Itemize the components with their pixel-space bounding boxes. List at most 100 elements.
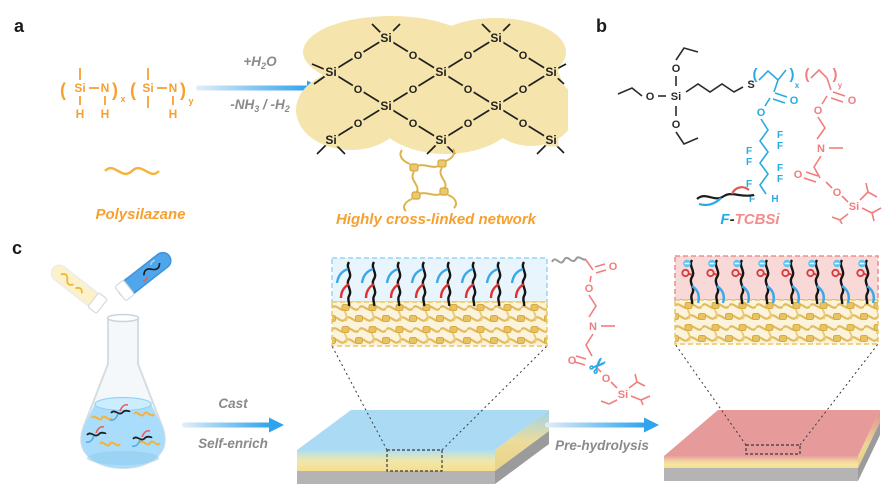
svg-text:O: O bbox=[354, 118, 363, 130]
svg-text:(: ( bbox=[805, 66, 810, 83]
reaction-condition-below: -NH3 / -H2 bbox=[230, 97, 290, 114]
film-stack-red-assembly bbox=[664, 255, 880, 481]
svg-text:N: N bbox=[589, 321, 597, 333]
svg-text:F: F bbox=[746, 179, 752, 190]
svg-text:Si: Si bbox=[545, 133, 556, 147]
svg-text:y: y bbox=[188, 96, 193, 106]
svg-text:Si: Si bbox=[545, 65, 556, 79]
svg-text:N: N bbox=[169, 81, 178, 95]
svg-text:Si: Si bbox=[325, 65, 336, 79]
svg-text:): ) bbox=[833, 66, 838, 83]
svg-text:Si: Si bbox=[74, 81, 85, 95]
svg-text:Si: Si bbox=[671, 91, 681, 103]
svg-text:O: O bbox=[519, 84, 528, 96]
svg-text:F: F bbox=[777, 141, 783, 152]
pre-hydrolysis-arrow bbox=[545, 417, 659, 433]
svg-text:F: F bbox=[746, 157, 752, 168]
svg-text:Si: Si bbox=[490, 99, 501, 113]
pre-hydrolysis-label: Pre-hydrolysis bbox=[555, 438, 649, 453]
copolymer-chain-icon bbox=[696, 186, 755, 206]
svg-text:F: F bbox=[777, 130, 783, 141]
network-name: Highly cross-linked network bbox=[335, 211, 537, 228]
svg-text:O: O bbox=[519, 50, 528, 62]
polymer-backbone-squiggle bbox=[551, 256, 587, 264]
panel-c-label: c bbox=[12, 238, 23, 258]
svg-text:F: F bbox=[749, 194, 755, 205]
svg-text:Si: Si bbox=[380, 31, 391, 45]
polysilazane-structure: ( Si N ) x ( Si N ) y H H H bbox=[60, 68, 194, 121]
self-enrich-label: Self-enrich bbox=[198, 436, 268, 451]
svg-text:O: O bbox=[409, 118, 418, 130]
svg-text:O: O bbox=[585, 283, 594, 295]
svg-text:): ) bbox=[790, 66, 795, 83]
polysilazane-name: Polysilazane bbox=[95, 206, 186, 223]
svg-text:O: O bbox=[609, 261, 618, 273]
svg-text:x: x bbox=[795, 81, 800, 90]
svg-text:N: N bbox=[817, 143, 825, 155]
panel-b-label: b bbox=[596, 16, 607, 36]
magnified-region-marker bbox=[745, 444, 801, 455]
cast-arrow bbox=[182, 417, 284, 433]
svg-text:F: F bbox=[746, 146, 752, 157]
ftcbsi-name: F-TCBSi bbox=[720, 211, 780, 228]
substrate bbox=[297, 471, 495, 484]
svg-text:x: x bbox=[120, 94, 125, 104]
test-tubes bbox=[50, 251, 172, 314]
svg-text:O: O bbox=[833, 187, 842, 199]
ftcbsi-structure: O Si O O S ( ) x O O FF FF FF FF H bbox=[617, 47, 882, 224]
test-tube-ftcbsi-icon bbox=[114, 251, 172, 301]
pre-hydrolysis-structure: O O N O O Si ✂ bbox=[551, 256, 651, 406]
flask-icon bbox=[80, 313, 166, 470]
film-stack-blue-assembly bbox=[297, 257, 549, 484]
svg-text:S: S bbox=[747, 79, 754, 91]
film-inset-blue-top bbox=[331, 257, 548, 303]
svg-text:): ) bbox=[112, 80, 118, 100]
svg-text:O: O bbox=[794, 169, 803, 181]
svg-text:Si: Si bbox=[435, 65, 446, 79]
svg-text:(: ( bbox=[130, 80, 136, 100]
svg-text:H: H bbox=[76, 107, 85, 121]
magnified-region-marker bbox=[386, 449, 443, 472]
test-tube-polysilazane-icon bbox=[50, 264, 108, 314]
svg-text:O: O bbox=[672, 63, 681, 75]
svg-text:O: O bbox=[464, 50, 473, 62]
svg-text:Si: Si bbox=[380, 99, 391, 113]
svg-text:Si: Si bbox=[618, 389, 628, 401]
svg-text:O: O bbox=[848, 95, 857, 107]
svg-text:F: F bbox=[777, 174, 783, 185]
svg-text:N: N bbox=[101, 81, 110, 95]
svg-text:(: ( bbox=[60, 80, 66, 100]
svg-text:O: O bbox=[568, 355, 577, 367]
svg-text:O: O bbox=[464, 118, 473, 130]
network-icon bbox=[399, 148, 457, 212]
film-top-pink bbox=[664, 410, 880, 456]
reaction-condition-above: +H2O bbox=[243, 54, 277, 71]
svg-text:O: O bbox=[814, 105, 823, 117]
film-top-blue bbox=[297, 410, 549, 450]
svg-text:Si: Si bbox=[849, 201, 859, 213]
svg-text:(: ( bbox=[753, 66, 758, 83]
svg-text:O: O bbox=[354, 84, 363, 96]
svg-text:Si: Si bbox=[490, 31, 501, 45]
svg-text:O: O bbox=[409, 50, 418, 62]
svg-text:H: H bbox=[101, 107, 110, 121]
svg-text:y: y bbox=[838, 81, 843, 90]
cast-label: Cast bbox=[218, 396, 248, 411]
substrate bbox=[664, 468, 858, 481]
svg-text:O: O bbox=[409, 84, 418, 96]
svg-text:O: O bbox=[790, 95, 799, 107]
svg-text:O: O bbox=[519, 118, 528, 130]
svg-text:): ) bbox=[180, 80, 186, 100]
svg-text:O: O bbox=[464, 84, 473, 96]
svg-text:Si: Si bbox=[142, 81, 153, 95]
svg-text:O: O bbox=[602, 373, 611, 385]
svg-text:O: O bbox=[672, 119, 681, 131]
panel-a-label: a bbox=[14, 16, 25, 36]
svg-text:O: O bbox=[354, 50, 363, 62]
svg-text:Si: Si bbox=[435, 133, 446, 147]
svg-text:O: O bbox=[646, 91, 655, 103]
svg-text:H: H bbox=[771, 194, 778, 205]
polysilazane-chain-icon bbox=[104, 166, 160, 176]
